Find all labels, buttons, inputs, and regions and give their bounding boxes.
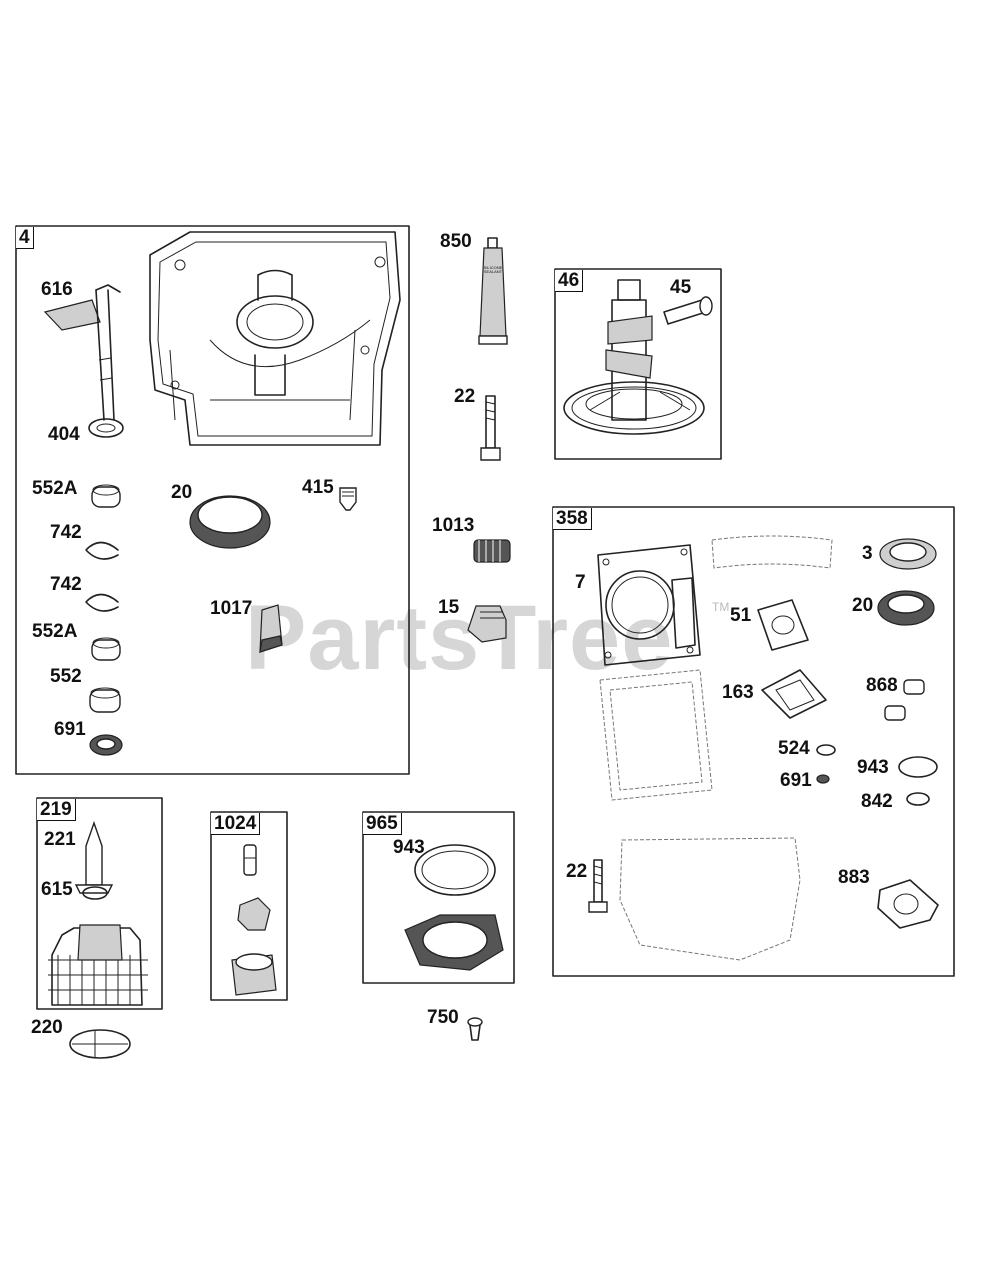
governor-gear-part (48, 924, 148, 1006)
screw-750 (467, 1017, 483, 1041)
part-label-552: 552 (50, 666, 82, 687)
part-label-883: 883 (838, 867, 870, 888)
oil-seal-20-b (877, 590, 935, 626)
oring-943-a (898, 756, 938, 778)
bushing-552 (89, 687, 121, 713)
washer-220 (69, 1029, 131, 1059)
bushing-552a-bottom (91, 637, 121, 661)
bolt-22-b (588, 859, 608, 913)
part-label-22: 22 (566, 861, 588, 882)
part-label-221: 221 (44, 829, 76, 850)
part-label-750: 750 (427, 1007, 459, 1028)
part-label-20: 20 (852, 595, 874, 616)
seal-691-a (89, 734, 123, 756)
oring-524 (816, 744, 836, 756)
group-label-358: 358 (553, 508, 592, 530)
filter-adapter-plate (404, 914, 504, 971)
part-label-943: 943 (857, 757, 889, 778)
washer-404 (88, 418, 124, 438)
part-label-616: 616 (41, 279, 73, 300)
gasket-163 (761, 669, 827, 719)
group-box-358 (552, 506, 955, 977)
part-label-415: 415 (302, 477, 334, 498)
part-label-691: 691 (54, 719, 86, 740)
part-label-3: 3 (862, 543, 873, 564)
plug-415 (339, 487, 357, 511)
governor-shaft-part (43, 284, 121, 421)
part-label-691: 691 (780, 770, 812, 791)
oring-943-b (414, 844, 496, 896)
group-label-219: 219 (37, 799, 76, 821)
part-label-220: 220 (31, 1017, 63, 1038)
camshaft-gear-part (563, 279, 705, 435)
oring-691-b (816, 774, 830, 784)
crankcase-gasket-dashed (619, 837, 801, 961)
group-box-1024 (210, 811, 288, 1001)
bushings-868 (884, 679, 925, 721)
part-label-842: 842 (861, 791, 893, 812)
part-label-15: 15 (438, 597, 460, 618)
oil-pump-rotor-inner (237, 897, 271, 931)
part-label-1013: 1013 (432, 515, 475, 536)
gasket-883 (877, 879, 939, 929)
bushing-552a-top (91, 484, 121, 508)
group-box-219 (36, 797, 163, 1010)
part-label-742: 742 (50, 574, 82, 595)
bolt-22-a (480, 395, 501, 461)
part-label-850: 850 (440, 231, 472, 252)
group-label-46: 46 (555, 270, 584, 292)
valve-cover-gasket-dashed (599, 669, 713, 801)
part-label-22: 22 (454, 386, 476, 407)
oil-pump-shaft (243, 844, 257, 876)
washer-615 (82, 886, 108, 900)
part-label-20: 20 (171, 482, 193, 503)
oil-pump-rotor-outer (231, 953, 277, 996)
part-label-7: 7 (575, 572, 586, 593)
pin-45 (663, 296, 713, 325)
part-label-1017: 1017 (210, 598, 253, 619)
group-box-46 (554, 268, 722, 460)
clip-742-bottom (85, 593, 119, 612)
part-label-404: 404 (48, 424, 80, 445)
part-label-524: 524 (778, 738, 810, 759)
part-label-163: 163 (722, 682, 754, 703)
oil-seal-20-a (189, 495, 271, 549)
sealant-tube-part (478, 237, 508, 345)
group-label-4: 4 (16, 227, 34, 249)
part-label-51: 51 (730, 605, 752, 626)
trademark-mark: TM (712, 600, 730, 614)
part-label-943: 943 (393, 837, 425, 858)
group-box-965 (362, 811, 515, 984)
sealant-tube-label: SILICONE SEALANT (483, 265, 503, 275)
group-label-965: 965 (363, 813, 402, 835)
part-label-552a: 552A (32, 621, 78, 642)
governor-pin-221 (74, 820, 114, 894)
gasket-51 (757, 599, 809, 651)
breather-gasket-dashed (711, 535, 833, 569)
sump-crankcase-part (149, 231, 401, 446)
group-box-4 (15, 225, 410, 775)
dipstick-tube-1017 (259, 604, 283, 653)
oring-842 (906, 792, 930, 806)
plug-15 (467, 605, 507, 643)
seal-3 (879, 538, 937, 570)
part-label-615: 615 (41, 879, 73, 900)
spring-1013 (473, 539, 511, 563)
part-label-742: 742 (50, 522, 82, 543)
clip-742-top (85, 541, 119, 560)
part-label-868: 868 (866, 675, 898, 696)
part-label-45: 45 (670, 277, 692, 298)
part-label-552a: 552A (32, 478, 78, 499)
group-label-1024: 1024 (211, 813, 261, 835)
cylinder-head-gasket-7 (597, 544, 701, 666)
